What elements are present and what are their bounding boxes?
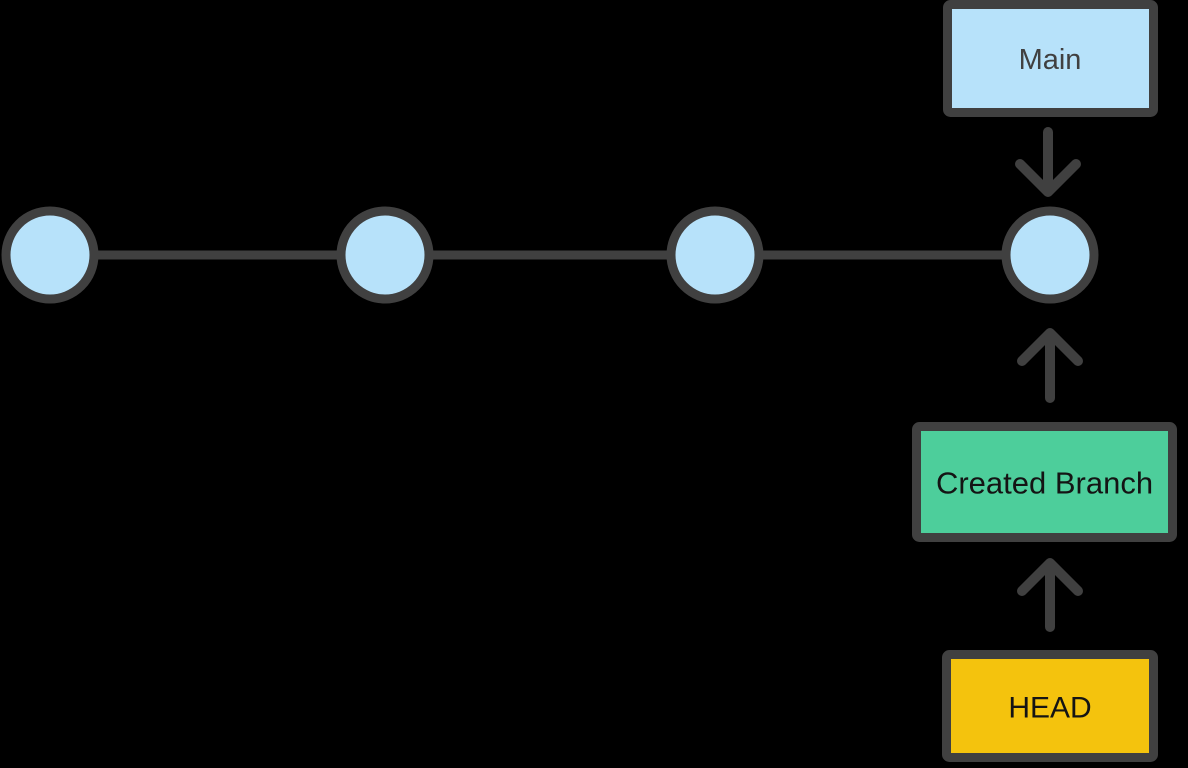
head-label: HEAD	[942, 650, 1158, 762]
arrow-up-branch-icon	[1017, 328, 1083, 403]
arrow-down-icon	[1015, 127, 1081, 197]
arrow-up-head-icon	[1017, 558, 1083, 632]
created-branch-text: Created Branch	[936, 466, 1153, 501]
head-box	[942, 650, 1158, 762]
commit-node-2	[336, 206, 434, 304]
main-branch-label: Main	[943, 0, 1158, 117]
main-branch-box	[943, 0, 1158, 117]
commit-node-3	[666, 206, 764, 304]
created-branch-label: Created Branch	[912, 422, 1177, 542]
commit-node-4	[1001, 206, 1099, 304]
commit-node-1	[1, 206, 99, 304]
main-branch-text: Main	[1019, 44, 1082, 76]
head-text: HEAD	[1008, 692, 1091, 725]
created-branch-box	[912, 422, 1177, 542]
